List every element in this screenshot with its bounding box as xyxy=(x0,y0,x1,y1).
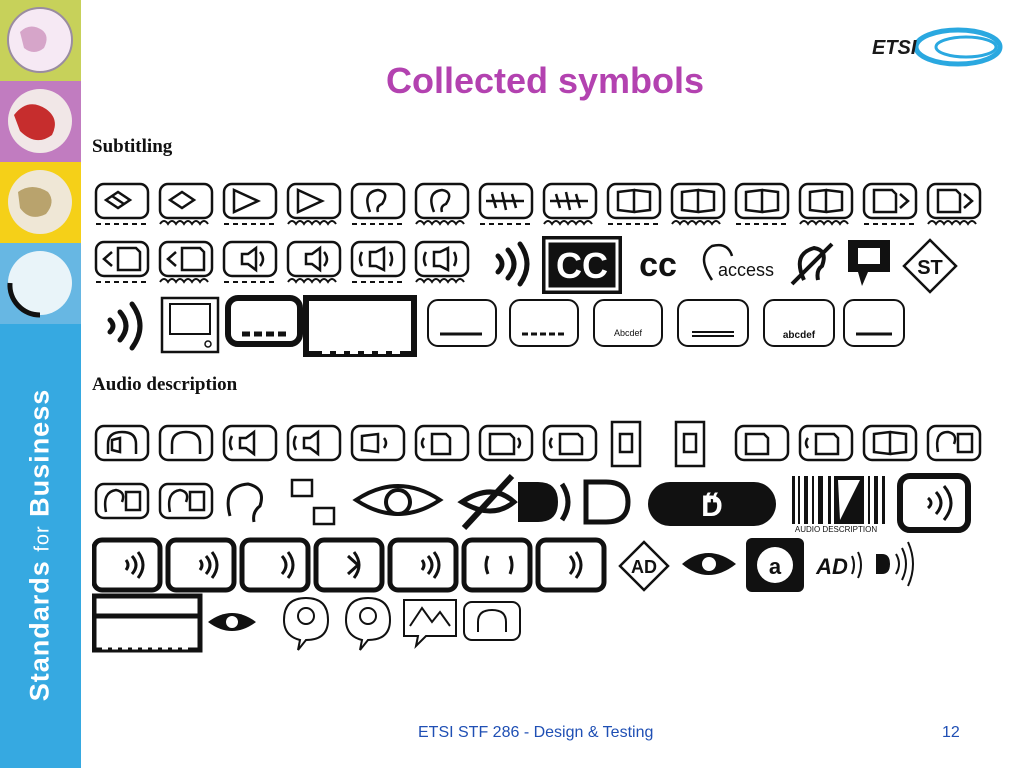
globe-tile-4 xyxy=(0,243,81,324)
sidebar-slogan: Standards for Business xyxy=(24,388,55,702)
footer-text: ETSI STF 286 - Design & Testing xyxy=(418,724,654,741)
svg-text:AD: AD xyxy=(815,554,848,579)
subtitling-row-1 xyxy=(94,182,982,226)
svg-text:abcdef: abcdef xyxy=(783,330,816,341)
svg-text:access: access xyxy=(718,260,774,280)
audio-description-row-1 xyxy=(94,420,982,468)
globe-tile-2 xyxy=(0,81,81,162)
subtitling-row-3: Abcdef abcdef xyxy=(107,295,905,357)
svg-text:D: D xyxy=(701,490,723,523)
svg-text:a: a xyxy=(769,554,782,579)
svg-text:AD: AD xyxy=(631,557,657,577)
svg-text:“: “ xyxy=(704,486,721,524)
svg-text:ST: ST xyxy=(917,257,943,279)
svg-text:CC: CC xyxy=(556,245,608,286)
audio-description-row-2: “ D AUDIO DESCRIPTION xyxy=(94,473,971,534)
audio-description-row-4 xyxy=(92,593,521,653)
svg-text:AUDIO DESCRIPTION: AUDIO DESCRIPTION xyxy=(795,525,877,534)
svg-text:cc: cc xyxy=(639,246,677,284)
etsi-logo: ETSI xyxy=(870,24,1005,75)
section-audio-description: Audio description xyxy=(92,374,238,395)
globe-tile-3 xyxy=(0,162,81,243)
section-subtitling: Subtitling xyxy=(92,136,173,157)
svg-text:ETSI: ETSI xyxy=(872,37,917,59)
svg-text:Abcdef: Abcdef xyxy=(614,328,643,338)
slide-title: Collected symbols xyxy=(385,60,705,101)
subtitling-row-2: CC cc access ST xyxy=(94,236,958,294)
page-number: 12 xyxy=(942,724,960,741)
globe-tile-1 xyxy=(0,0,81,81)
audio-description-row-3: AD a AD xyxy=(92,537,914,593)
sidebar: Standards for Business xyxy=(0,0,81,768)
